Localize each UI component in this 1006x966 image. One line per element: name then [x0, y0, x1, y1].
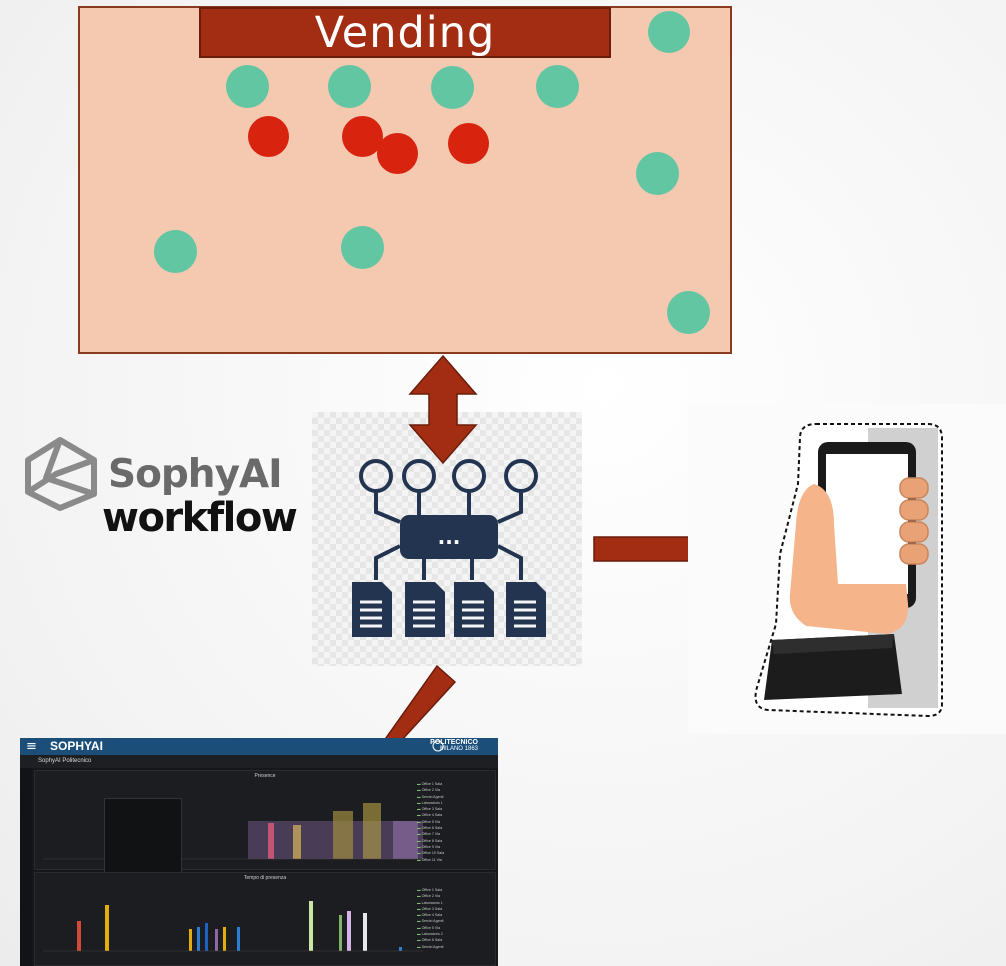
logo-subtitle: workflow: [102, 495, 298, 541]
free-spot: [648, 11, 690, 53]
tempo-bar-chart: [43, 901, 423, 952]
workflow-network-icon: ...: [352, 459, 546, 637]
hamburger-icon[interactable]: ≡: [26, 739, 37, 754]
occupied-spot: [448, 123, 489, 164]
tempo-title: Tempo di presenza: [243, 875, 287, 881]
free-spot: [328, 65, 371, 108]
dashboard-sidebar: [20, 768, 32, 966]
university-seal-icon: [432, 740, 444, 752]
presence-heatmap: [43, 803, 423, 860]
occupied-spot: [377, 133, 418, 174]
dashboard-toolbar: [20, 755, 498, 768]
occupied-spot: [248, 116, 289, 157]
free-spot: [636, 152, 679, 195]
free-spot: [431, 66, 474, 109]
vending-area-map: [78, 6, 732, 354]
dashboard-breadcrumb[interactable]: SophyAI Politecnico: [38, 758, 92, 764]
bidirectional-arrow: [408, 354, 478, 465]
dashboard-brand: SOPHYAI: [50, 739, 103, 753]
free-spot: [226, 65, 269, 108]
free-spot: [536, 65, 579, 108]
free-spot: [154, 230, 197, 273]
chip-dots: ...: [438, 525, 461, 549]
vending-label: Vending: [199, 7, 611, 58]
free-spot: [667, 291, 710, 334]
hand-holding-smartphone-icon: [754, 423, 943, 718]
free-spot: [341, 226, 384, 269]
sophyai-logo-icon: [25, 437, 97, 511]
presence-title: Presence: [254, 773, 276, 779]
dashboard-screenshot: ≡ SOPHYAI POLITECNICO MILANO 1863 SophyA…: [20, 738, 498, 966]
tempo-panel: Tempo di presenza Office 1 SalaOffice 2 …: [34, 872, 496, 966]
logo-name: SophyAI: [108, 452, 283, 497]
occupied-spot: [342, 116, 383, 157]
university-name: POLITECNICO MILANO 1863: [430, 739, 478, 752]
dashboard-header: [20, 738, 498, 755]
